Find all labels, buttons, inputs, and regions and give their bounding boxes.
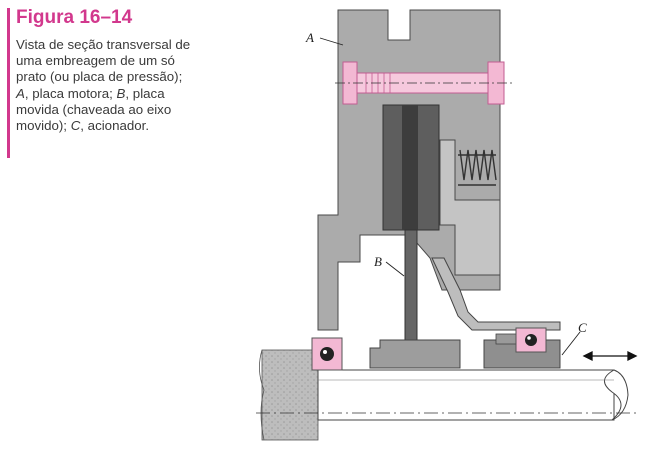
label-C: C: [578, 320, 587, 335]
figure-caption: Figura 16–14 Vista de seção transversal …: [7, 8, 245, 158]
driven-plate-B: [404, 229, 418, 349]
break-line: [259, 349, 265, 441]
pressure-plate: [439, 139, 501, 276]
engine-flywheel-hub: [261, 349, 319, 441]
figure-title: Figura 16–14: [16, 7, 133, 28]
caption-run: B: [116, 85, 126, 101]
caption-run: prato (ou placa de pressão);: [16, 69, 183, 85]
friction-disc-core: [402, 105, 418, 230]
bearing-right: [515, 327, 547, 353]
caption-run: uma embreagem de um só: [16, 53, 175, 69]
release-lever: [431, 257, 561, 331]
leader-A: [319, 37, 344, 46]
caption-run: movida (chaveada ao eixo: [16, 101, 172, 117]
shaft: [317, 369, 615, 421]
actuator-collar: [495, 333, 519, 345]
shaft-break-end: [604, 369, 629, 421]
spring: [458, 149, 497, 186]
caption-run: , placa motora;: [24, 85, 117, 101]
caption-run: movido);: [16, 118, 71, 134]
caption-run: , acionador.: [80, 118, 150, 134]
label-B: B: [374, 254, 382, 269]
leader-B: [385, 261, 405, 277]
bolt: [335, 61, 512, 105]
caption-run: Vista de seção transversal de: [16, 37, 191, 52]
leader-C: [561, 331, 581, 356]
caption-run: , placa: [125, 85, 165, 101]
driven-hub: [369, 339, 461, 369]
caption-run: C: [70, 118, 81, 134]
label-A: A: [305, 30, 314, 45]
bearing-left: [311, 337, 343, 371]
actuation-arrow-icon: [582, 350, 638, 362]
caption-run: A: [16, 85, 25, 101]
